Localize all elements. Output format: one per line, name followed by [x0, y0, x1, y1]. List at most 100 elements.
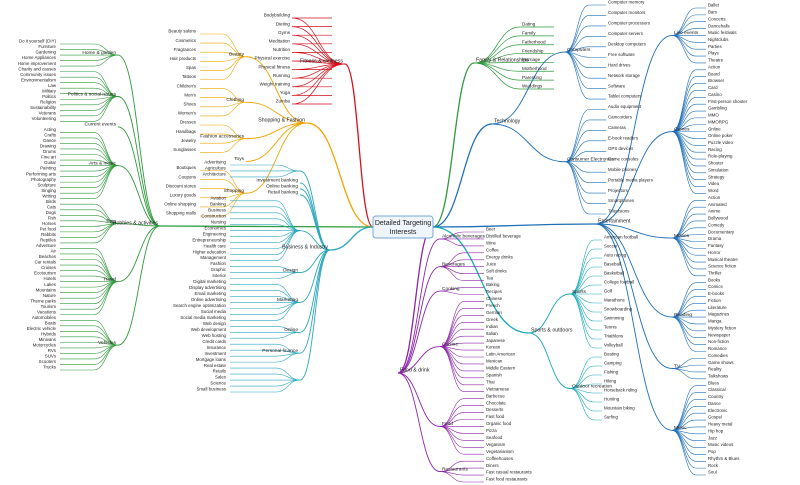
- leaf-literature[interactable]: Literature: [708, 305, 727, 310]
- leaf-thai[interactable]: Thai: [486, 379, 495, 384]
- leaf-weddings[interactable]: Weddings: [522, 84, 543, 89]
- leaf-documentary[interactable]: Documentary: [708, 229, 735, 234]
- sub-beauty[interactable]: Beauty: [229, 52, 245, 58]
- leaf-mountain-biking[interactable]: Mountain biking: [604, 406, 635, 411]
- leaf-home-improvement[interactable]: Home improvement: [18, 61, 57, 66]
- leaf-credit-cards[interactable]: Credit cards: [202, 339, 226, 344]
- leaf-nutrition[interactable]: Nutrition: [273, 47, 291, 52]
- leaf-game-shows[interactable]: Game shows: [708, 360, 734, 365]
- leaf-audio-equipment[interactable]: Audio equipment: [608, 104, 642, 109]
- leaf-environmentalism[interactable]: Environmentalism: [21, 77, 56, 82]
- leaf-triathlons[interactable]: Triathlons: [604, 334, 624, 339]
- leaf-birds[interactable]: Birds: [46, 199, 57, 204]
- leaf-boutiques[interactable]: Boutiques: [176, 165, 196, 170]
- leaf-cruises[interactable]: Cruises: [41, 265, 57, 270]
- leaf-military[interactable]: Military: [42, 88, 57, 93]
- sub-pets[interactable]: Pets: [106, 218, 116, 224]
- leaf-chinese[interactable]: Chinese: [486, 296, 503, 301]
- leaf-italian[interactable]: Italian: [486, 331, 498, 336]
- leaf-puzzle-video[interactable]: Puzzle video: [708, 140, 733, 145]
- sub-reading[interactable]: Reading: [674, 312, 692, 318]
- leaf-computer-memory[interactable]: Computer memory: [608, 0, 645, 5]
- leaf-action[interactable]: Action: [708, 195, 721, 200]
- leaf-retails[interactable]: Retails: [213, 369, 227, 374]
- leaf-entrepreneurship[interactable]: Entrepreneurship: [192, 237, 226, 242]
- leaf-tourism[interactable]: Tourism: [41, 304, 57, 309]
- leaf-juice[interactable]: Juice: [486, 261, 497, 266]
- leaf-charity-and-causes[interactable]: Charity and causes: [18, 66, 56, 71]
- leaf-economics[interactable]: Economics: [205, 225, 227, 230]
- branch-business-industry-label[interactable]: Business & Industry: [282, 244, 328, 250]
- leaf-gospel[interactable]: Gospel: [708, 415, 722, 420]
- leaf-classical[interactable]: Classical: [708, 387, 726, 392]
- leaf-engineering[interactable]: Engineering: [203, 231, 227, 236]
- leaf-rhythm-blues[interactable]: Rhythm & Blues: [708, 456, 740, 461]
- sub-personal-finance[interactable]: Personal finance: [262, 348, 298, 354]
- leaf-concerts[interactable]: Concerts: [708, 16, 726, 21]
- leaf-fast-casual-restaurants[interactable]: Fast casual restaurants: [486, 470, 532, 475]
- sub-music[interactable]: Music: [674, 425, 687, 431]
- leaf-fast-food-restaurants[interactable]: Fast food restaurants: [486, 477, 528, 482]
- leaf-graphic[interactable]: Graphic: [211, 267, 227, 272]
- leaf-dance[interactable]: Dance: [43, 138, 56, 143]
- leaf-rvs[interactable]: RVs: [48, 348, 57, 353]
- leaf-nightclubs[interactable]: Nightclubs: [708, 37, 729, 42]
- leaf-friendship[interactable]: Friendship: [522, 48, 544, 53]
- leaf-children-s[interactable]: Children's: [177, 83, 197, 88]
- leaf-luxury-goods[interactable]: Luxury goods: [170, 192, 197, 197]
- leaf-law[interactable]: Law: [48, 83, 57, 88]
- leaf-beer[interactable]: Beer: [486, 227, 496, 232]
- leaf-architecture[interactable]: Architecture: [203, 172, 227, 177]
- leaf-religion[interactable]: Religion: [40, 99, 56, 104]
- leaf-management[interactable]: Management: [200, 255, 226, 260]
- leaf-furniture[interactable]: Furniture: [38, 44, 56, 49]
- leaf-web-development[interactable]: Web development: [191, 327, 227, 332]
- leaf-parenting[interactable]: Parenting: [522, 75, 542, 80]
- branch-family-relationships-label[interactable]: Family & Relationships: [476, 57, 529, 63]
- leaf-handbags[interactable]: Handbags: [176, 129, 197, 134]
- leaf-surfing[interactable]: Surfing: [604, 415, 618, 420]
- leaf-interior[interactable]: Interior: [212, 273, 226, 278]
- leaf-politics[interactable]: Politics: [42, 94, 57, 99]
- leaf-higher-education[interactable]: Higher education: [193, 249, 227, 254]
- leaf-performing-arts[interactable]: Performing arts: [26, 171, 57, 176]
- sub-vehicles[interactable]: Vehicles: [98, 340, 116, 346]
- leaf-advertising[interactable]: Advertising: [204, 160, 226, 165]
- leaf-car-rentals[interactable]: Car rentals: [35, 260, 57, 265]
- leaf-vietnamese[interactable]: Vietnamese: [486, 386, 510, 391]
- leaf-fish[interactable]: Fish: [48, 215, 57, 220]
- leaf-weight-training[interactable]: Weight training: [259, 82, 290, 87]
- leaf-chocolate[interactable]: Chocolate: [486, 400, 506, 405]
- leaf-tennis[interactable]: Tennis: [604, 325, 617, 330]
- leaf-science-fiction[interactable]: Science fiction: [708, 264, 737, 269]
- sub-design[interactable]: Design: [283, 267, 298, 273]
- sub-home-garden[interactable]: Home & garden: [82, 50, 116, 56]
- sub-marketing[interactable]: Marketing: [277, 297, 298, 303]
- leaf-horses[interactable]: Horses: [42, 221, 57, 226]
- leaf-fine-art[interactable]: Fine art: [41, 155, 57, 160]
- leaf-bodybuilding[interactable]: Bodybuilding: [264, 13, 291, 18]
- leaf-board[interactable]: Board: [708, 71, 720, 76]
- leaf-dance[interactable]: Dance: [708, 401, 721, 406]
- leaf-social-media[interactable]: Social media: [201, 309, 227, 314]
- leaf-japanese[interactable]: Japanese: [486, 338, 506, 343]
- leaf-volleyball[interactable]: Volleyball: [604, 343, 623, 348]
- leaf-browser[interactable]: Browser: [708, 78, 725, 83]
- leaf-dieting[interactable]: Dieting: [276, 21, 291, 26]
- leaf-ballet[interactable]: Ballet: [708, 3, 720, 8]
- leaf-music-festivals[interactable]: Music festivals: [708, 30, 737, 35]
- leaf-non-fiction[interactable]: Non-fiction: [708, 339, 730, 344]
- sub-tv[interactable]: TV: [674, 363, 681, 369]
- leaf-tattoos[interactable]: Tattoos: [182, 74, 197, 79]
- leaf-health-care[interactable]: Health care: [204, 243, 227, 248]
- leaf-hip-hop[interactable]: Hip hop: [708, 428, 724, 433]
- sub-shopping[interactable]: Shopping: [224, 188, 245, 194]
- leaf-projectors[interactable]: Projectors: [608, 188, 629, 193]
- leaf-writing[interactable]: Writing: [42, 193, 56, 198]
- leaf-physical-fitness[interactable]: Physical fitness: [258, 64, 290, 69]
- leaf-french[interactable]: French: [486, 303, 500, 308]
- leaf-portable-media-players[interactable]: Portable media players: [608, 177, 654, 182]
- leaf-boating[interactable]: Boating: [604, 352, 619, 357]
- leaf-action[interactable]: Action: [708, 64, 721, 69]
- leaf-suvs[interactable]: SUVs: [45, 354, 57, 359]
